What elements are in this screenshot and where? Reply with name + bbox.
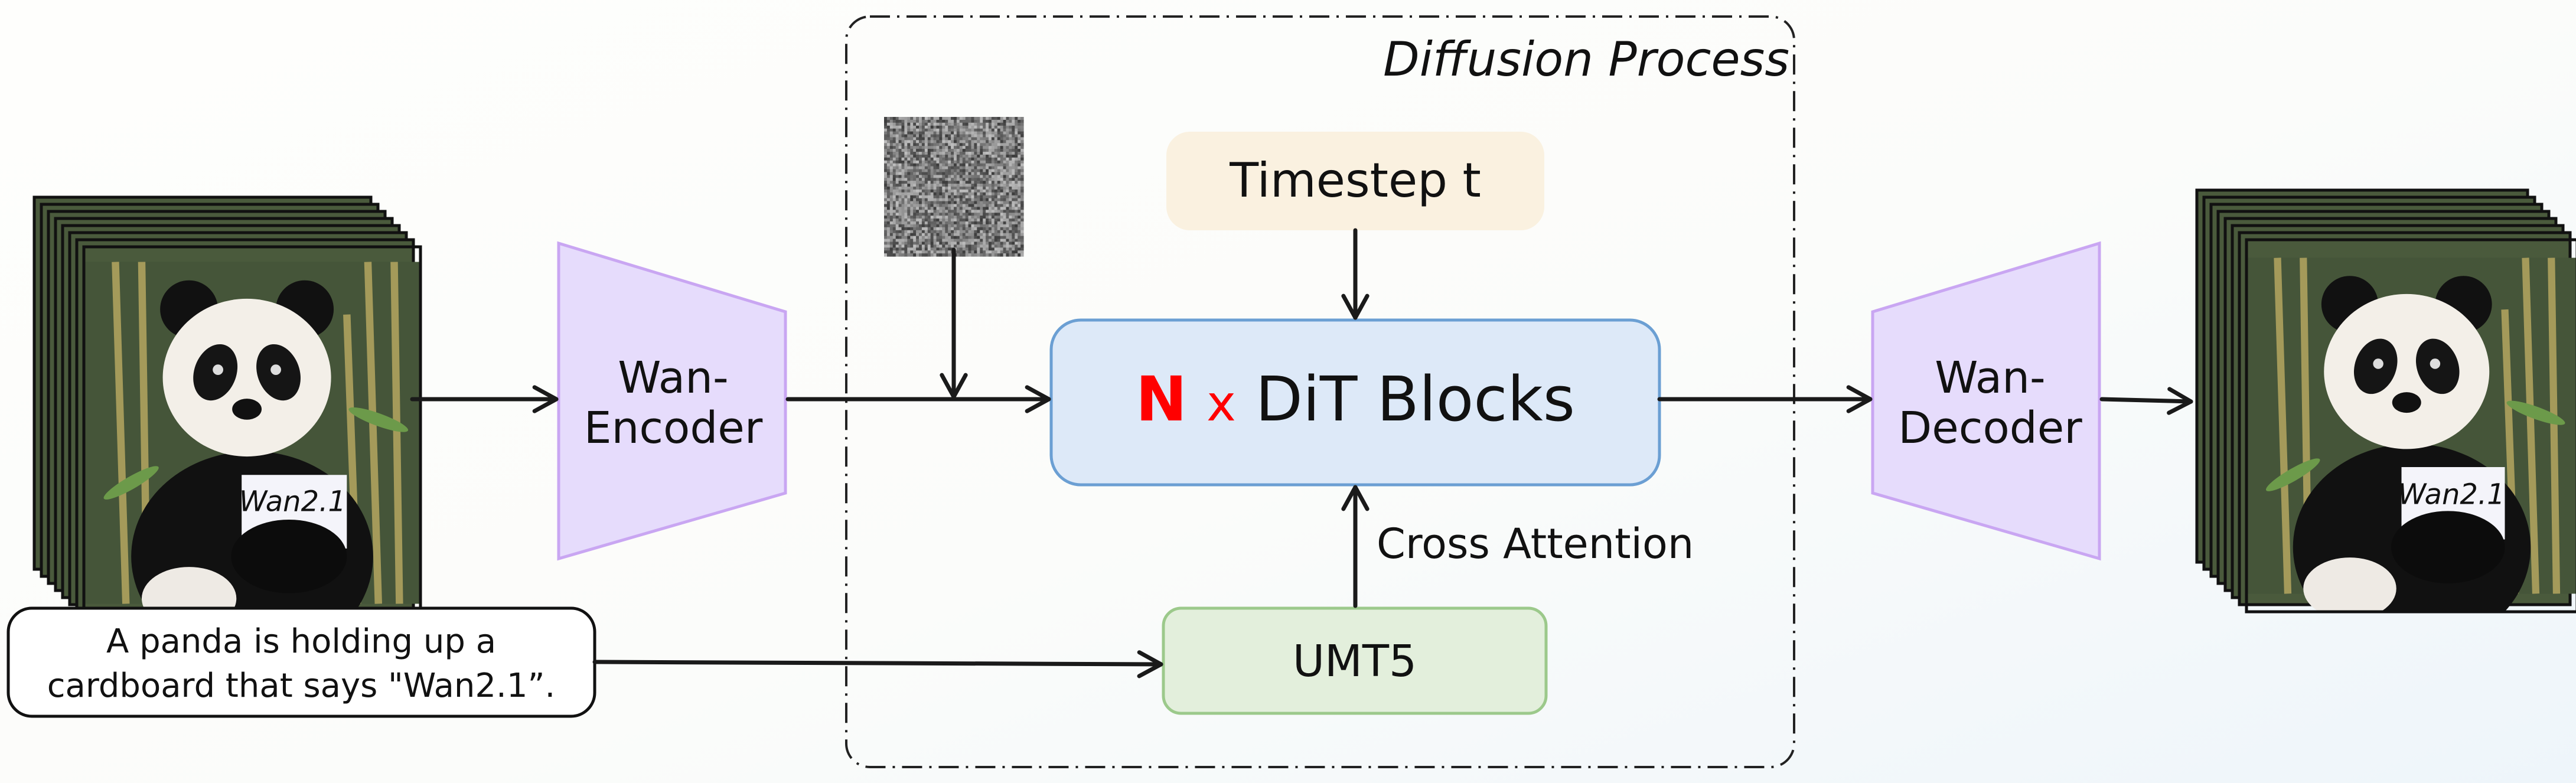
decoder-label-line1: Wan- <box>1935 353 2045 403</box>
diffusion-process-title: Diffusion Process <box>1383 32 1789 87</box>
input-video-frames: Wan2.1 <box>34 197 420 661</box>
arrow-noise-to-latent <box>942 250 966 397</box>
dit-times: x <box>1207 374 1236 432</box>
dit-n: N <box>1136 363 1187 435</box>
decoder-label-line2: Decoder <box>1898 403 2082 454</box>
encoder-label-line2: Encoder <box>584 403 763 454</box>
sign-text: Wan2.1 <box>239 485 346 518</box>
output-video-frames: Wan2.1 <box>2197 190 2576 651</box>
sign-text: Wan2.1 <box>2398 478 2505 511</box>
arrow-timestep-to-dit <box>1344 230 1367 318</box>
arrow-encoder-to-dit <box>788 387 1049 411</box>
arrow-decoder-to-frames <box>2102 389 2191 413</box>
gaussian-noise-latent <box>884 117 1024 257</box>
arrow-frames-to-encoder <box>412 387 556 411</box>
timestep-label: Timestep t <box>1229 153 1481 208</box>
prompt-line2: cardboard that says "Wan2.1”. <box>47 667 556 705</box>
dit-label: N x DiT Blocks <box>1136 363 1575 435</box>
video-frame: Wan2.1 <box>84 247 420 661</box>
umt5-label: UMT5 <box>1293 636 1417 687</box>
prompt-line1: A panda is holding up a <box>106 622 496 661</box>
arrow-prompt-to-umt5 <box>595 652 1161 676</box>
cross-attention-label: Cross Attention <box>1377 520 1694 568</box>
arrow-umt5-to-dit <box>1344 487 1367 606</box>
video-frame: Wan2.1 <box>2246 240 2576 651</box>
arrow-dit-to-decoder <box>1659 387 1870 411</box>
dit-blocks-text: DiT Blocks <box>1256 363 1575 435</box>
encoder-label-line1: Wan- <box>618 353 728 403</box>
